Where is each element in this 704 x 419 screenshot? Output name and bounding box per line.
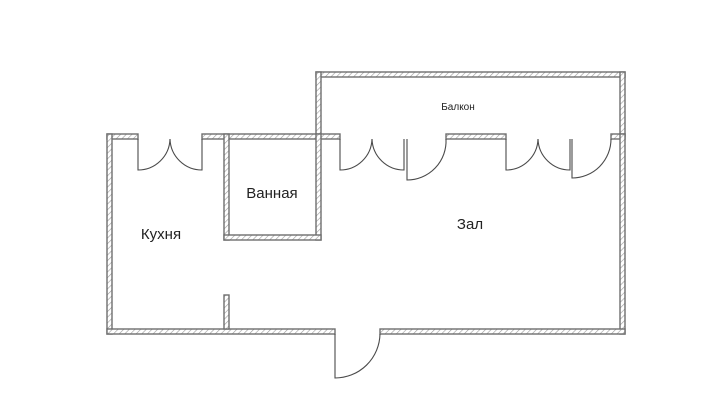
balcony-label: Балкон: [441, 102, 475, 113]
top-wall: [106, 133, 626, 140]
bottom-wall: [106, 328, 626, 335]
door-leaf: [505, 138, 539, 171]
wall-segment: [445, 133, 507, 140]
kitchen-label: Кухня: [141, 226, 181, 243]
door-leaf: [371, 138, 405, 171]
balcony-right-wall: [619, 71, 626, 137]
balcony-door-right: [571, 138, 612, 179]
bathroom-walls: [223, 133, 322, 241]
wall-segment: [201, 133, 341, 140]
door-leaf: [169, 138, 203, 171]
hall-window-left: [339, 138, 405, 171]
hall-label: Зал: [457, 216, 483, 233]
right-wall: [619, 133, 626, 335]
bathroom-right-wall: [315, 133, 322, 241]
door-leaf: [339, 138, 373, 171]
hall-window-right: [505, 138, 571, 171]
bathroom-label: Ванная: [246, 185, 297, 202]
wall-segment: [379, 328, 626, 335]
bathroom-left-wall: [223, 133, 230, 241]
left-wall: [106, 133, 113, 335]
door-leaf: [537, 138, 571, 171]
kitchen-partition-wall: [223, 294, 230, 330]
door-leaf: [137, 138, 171, 171]
wall-segment: [106, 328, 336, 335]
balcony-door-left: [406, 138, 447, 181]
entrance-door: [334, 333, 381, 379]
balcony-left-wall: [315, 71, 322, 137]
balcony-top-wall: [315, 71, 626, 78]
kitchen-window: [137, 138, 203, 171]
bathroom-bottom-wall: [223, 234, 322, 241]
